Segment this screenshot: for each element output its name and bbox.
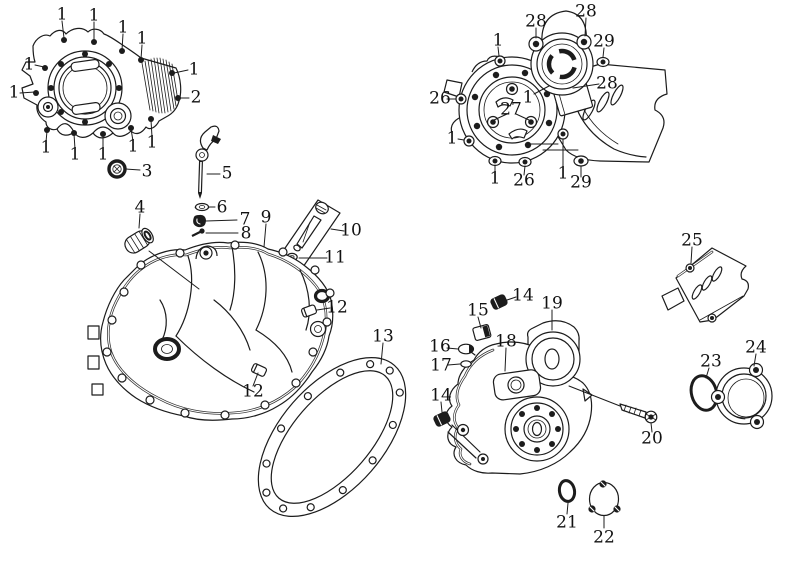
callout-1: 1 bbox=[89, 6, 100, 26]
plug-part-15 bbox=[472, 324, 492, 342]
callout-1: 1 bbox=[70, 145, 81, 165]
callout-7: 7 bbox=[240, 210, 251, 230]
washer-part-6 bbox=[194, 202, 210, 212]
callout-5: 5 bbox=[222, 164, 233, 184]
callout-24: 24 bbox=[745, 338, 767, 358]
callout-29: 29 bbox=[570, 173, 592, 193]
callout-13: 13 bbox=[372, 327, 394, 347]
cap-part-14b bbox=[433, 411, 451, 427]
gasket-part-13 bbox=[257, 357, 407, 517]
case-bolt-holes bbox=[102, 240, 335, 420]
callout-16: 16 bbox=[429, 337, 451, 357]
callout-3: 3 bbox=[142, 162, 153, 182]
cap-part-14a bbox=[490, 294, 508, 310]
callout-18: 18 bbox=[495, 332, 517, 352]
callout-11: 11 bbox=[324, 248, 346, 268]
callout-1: 1 bbox=[118, 18, 129, 38]
perimeter-bolts bbox=[33, 37, 181, 137]
bushing-part-4 bbox=[124, 227, 154, 254]
cover-part-24 bbox=[710, 362, 773, 430]
callout-17: 17 bbox=[430, 356, 452, 376]
callout-28: 28 bbox=[525, 12, 547, 32]
callout-22: 22 bbox=[593, 528, 615, 548]
dipstick-part-10 bbox=[280, 199, 341, 268]
oring-part-21 bbox=[557, 479, 577, 503]
callout-20: 20 bbox=[641, 429, 663, 449]
callout-9: 9 bbox=[261, 208, 272, 228]
callout-12: 12 bbox=[326, 298, 348, 318]
callout-1: 1 bbox=[523, 88, 534, 108]
callout-14: 14 bbox=[430, 386, 452, 406]
callout-26: 26 bbox=[513, 171, 535, 191]
cap-part-3 bbox=[107, 159, 127, 179]
callout-1: 1 bbox=[137, 29, 148, 49]
callout-1: 1 bbox=[9, 83, 20, 103]
callout-29: 29 bbox=[593, 32, 615, 52]
callout-28: 28 bbox=[575, 2, 597, 22]
callout-1: 1 bbox=[57, 5, 68, 25]
callout-10: 10 bbox=[340, 221, 362, 241]
callout-27: 27 bbox=[500, 100, 522, 120]
callout-15: 15 bbox=[467, 301, 489, 321]
filler-cap-part-16 bbox=[457, 343, 476, 356]
callout-14: 14 bbox=[512, 286, 534, 306]
pin-part-8 bbox=[191, 228, 205, 237]
kick-shaft-part-5 bbox=[195, 125, 221, 199]
callout-1: 1 bbox=[147, 133, 158, 153]
bolt-part-20 bbox=[568, 385, 658, 424]
bracket-part-25 bbox=[661, 247, 749, 323]
callout-1: 1 bbox=[41, 138, 52, 158]
oring-part-23 bbox=[689, 374, 719, 412]
callout-26: 26 bbox=[429, 89, 451, 109]
callout-25: 25 bbox=[681, 231, 703, 251]
callout-4: 4 bbox=[135, 198, 146, 218]
clip-part-7 bbox=[193, 214, 206, 228]
callout-1: 1 bbox=[493, 31, 504, 51]
plate-part-22 bbox=[588, 480, 621, 517]
cooling-fins bbox=[141, 57, 179, 114]
dowel-pin-12a bbox=[300, 304, 318, 318]
crankcase-half bbox=[87, 240, 335, 421]
leader-lines bbox=[19, 17, 757, 529]
callout-6: 6 bbox=[217, 198, 228, 218]
callout-23: 23 bbox=[700, 352, 722, 372]
callout-8: 8 bbox=[241, 224, 252, 244]
callout-1: 1 bbox=[24, 55, 35, 75]
callout-12: 12 bbox=[242, 382, 264, 402]
right-crankcase-cover bbox=[443, 10, 668, 168]
callout-1: 1 bbox=[128, 137, 139, 157]
callout-1: 1 bbox=[558, 164, 569, 184]
callout-1: 1 bbox=[490, 169, 501, 189]
callout-2: 2 bbox=[191, 88, 202, 108]
callout-19: 19 bbox=[541, 294, 563, 314]
oring-part-17 bbox=[460, 360, 472, 368]
internal-ribs bbox=[159, 246, 310, 393]
callout-21: 21 bbox=[556, 513, 578, 533]
callout-1: 1 bbox=[98, 145, 109, 165]
callout-labels: 1 1 1 1 1 1 1 2 1 1 1 1 1 3 4 5 6 7 8 9 … bbox=[9, 2, 767, 548]
callout-1: 1 bbox=[447, 129, 458, 149]
callout-1: 1 bbox=[189, 60, 200, 80]
clutch-cover-assembly bbox=[445, 320, 593, 475]
callout-28: 28 bbox=[596, 74, 618, 94]
vent-slots bbox=[582, 84, 624, 121]
left-crankcase-cover bbox=[21, 27, 182, 139]
